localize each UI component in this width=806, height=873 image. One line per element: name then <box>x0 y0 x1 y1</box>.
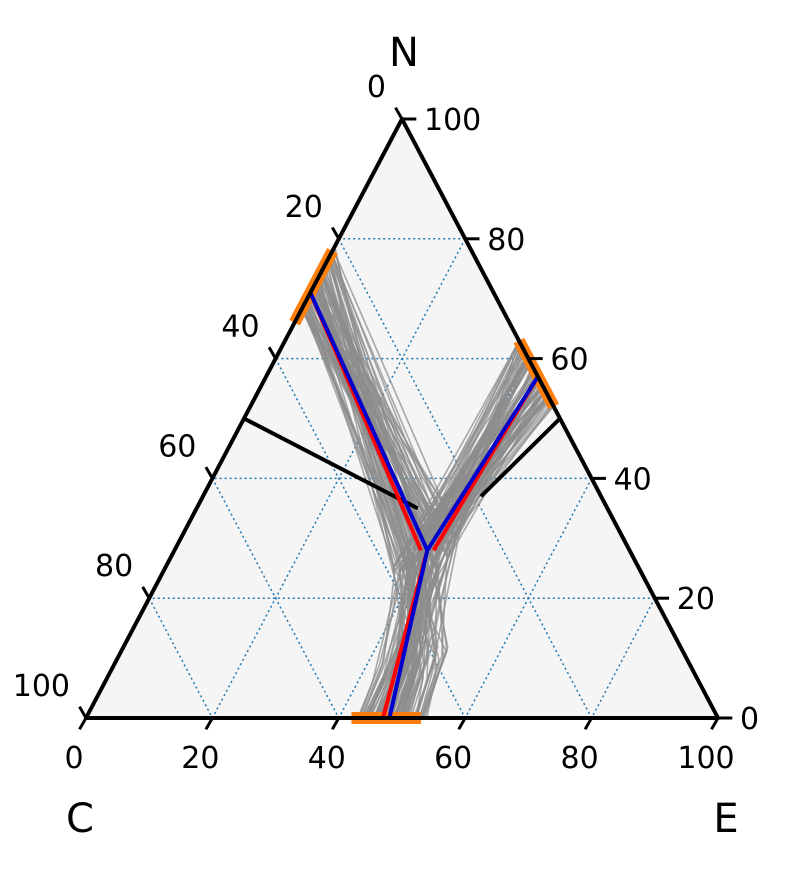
black-boundary-lines <box>243 416 562 511</box>
grid-line-c-60 <box>211 478 340 719</box>
tick-left-0 <box>394 106 404 120</box>
tick-label-left-0: 0 <box>367 70 386 105</box>
vertex-label-right: E <box>713 796 738 842</box>
tick-bottom-80 <box>583 717 593 731</box>
tick-label-left-80: 80 <box>95 549 133 584</box>
blue-path-3 <box>387 549 430 719</box>
tick-label-left-60: 60 <box>158 429 196 464</box>
triangle-fill <box>86 119 718 718</box>
tick-label-bottom-0: 0 <box>64 741 83 776</box>
tick-label-bottom-80: 80 <box>561 741 599 776</box>
tick-bottom-40 <box>330 717 341 731</box>
tick-left-40 <box>267 346 277 360</box>
tick-bottom-60 <box>457 717 467 731</box>
tick-label-right-100: 100 <box>424 103 481 138</box>
tick-label-bottom-100: 100 <box>677 741 734 776</box>
grid-line-e-60 <box>464 478 593 719</box>
trajectory-line <box>425 541 438 719</box>
black-boundary-line-2 <box>479 417 562 498</box>
tick-left-60 <box>204 466 214 480</box>
blue-path-2 <box>425 375 540 552</box>
plot-background <box>86 119 718 718</box>
tick-label-left-100: 100 <box>13 669 70 704</box>
tick-left-100 <box>78 705 88 719</box>
tick-label-right-40: 40 <box>614 462 652 497</box>
tick-bottom-0 <box>78 717 88 731</box>
tick-label-right-80: 80 <box>487 223 525 258</box>
axis-ticks: 0 0 0 20 20 20 40 40 40 60 60 60 80 80 80 100 100 100 <box>13 70 759 776</box>
tick-label-right-60: 60 <box>550 343 588 378</box>
trajectory-line <box>406 569 430 719</box>
trajectory-line <box>359 570 396 719</box>
trajectory-line <box>410 573 431 719</box>
trajectory-line <box>403 527 460 719</box>
trajectory-line <box>364 536 445 719</box>
black-boundary-line-1 <box>243 416 419 511</box>
tick-label-bottom-60: 60 <box>434 741 472 776</box>
tick-label-bottom-40: 40 <box>308 741 346 776</box>
mean-paths <box>308 291 540 719</box>
triangle-frame <box>84 117 720 720</box>
tick-bottom-100 <box>710 717 720 731</box>
trajectory-line <box>357 573 400 719</box>
tick-label-left-20: 20 <box>285 190 323 225</box>
tick-bottom-20 <box>204 717 214 731</box>
vertex-label-left: C <box>66 796 94 842</box>
tick-label-right-20: 20 <box>677 582 715 617</box>
triangle-frame <box>84 117 720 720</box>
grid-lines <box>148 238 656 719</box>
vertex-label-top: N <box>389 30 419 76</box>
tick-label-right-0: 0 <box>740 702 759 737</box>
blue-path-1 <box>308 291 430 552</box>
tick-label-bottom-20: 20 <box>181 741 219 776</box>
tick-left-20 <box>330 226 341 240</box>
tick-label-left-40: 40 <box>221 310 259 345</box>
tick-left-80 <box>141 586 151 599</box>
